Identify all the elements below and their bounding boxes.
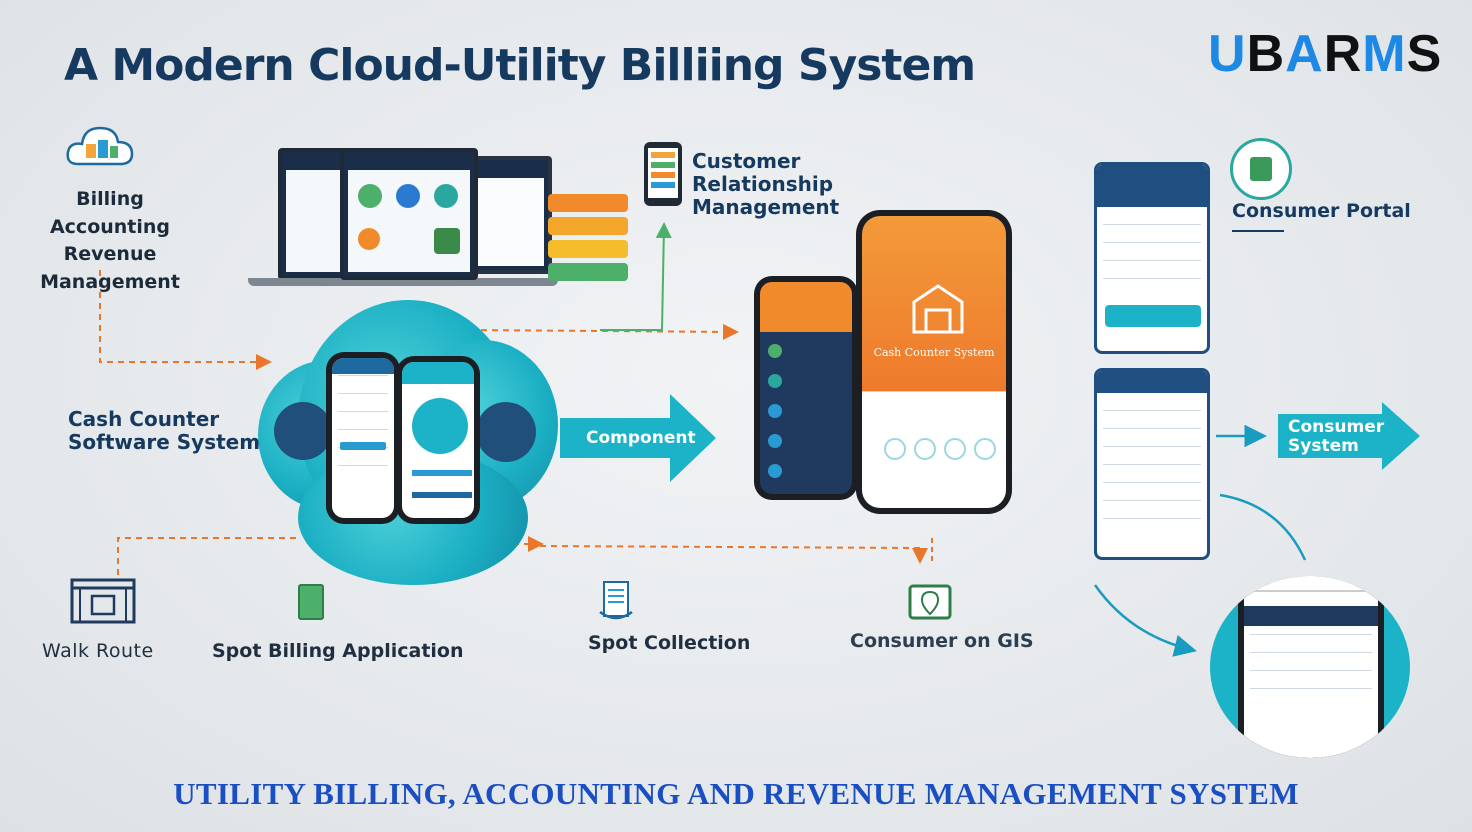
module-pill-stack (548, 194, 628, 286)
consumer-system-screen (1094, 368, 1210, 560)
component-arrow: Component (560, 394, 716, 482)
billing-accounting-label: Billing Accounting Revenue Management (40, 188, 180, 293)
crm-phone-icon (642, 140, 684, 208)
spot-billing-phone-right (396, 356, 480, 524)
consumer-portal-underline (1232, 230, 1284, 232)
billing-laptop (248, 146, 558, 288)
spot-collection-label: Spot Collection (588, 632, 751, 654)
page-title: A Modern Cloud-Utility Billiing System (64, 40, 976, 91)
consumer-gis-label: Consumer on GIS (850, 630, 1034, 652)
footer-banner: UTILITY BILLING, ACCOUNTING AND REVENUE … (173, 776, 1299, 811)
cash-counter-phone-back (754, 276, 858, 500)
walk-route-label: Walk Route (42, 640, 154, 662)
cloud-server-icon (64, 120, 136, 172)
document-icon (298, 584, 324, 620)
ubarms-logo: UABARMS (1208, 25, 1443, 83)
spot-billing-label: Spot Billing Application (212, 640, 464, 662)
gate-icon (68, 576, 138, 626)
consumer-portal-icon (1230, 138, 1292, 200)
cash-counter-label: Cash Counter Software System (68, 407, 261, 454)
gis-map-icon (906, 582, 954, 622)
crm-label: Customer Relationship Management (692, 149, 840, 219)
consumer-portal-title: Consumer Portal (1232, 200, 1411, 222)
building-icon (912, 284, 964, 334)
spot-billing-phone-left (326, 352, 400, 524)
consumer-system-arrow: Consumer System (1278, 402, 1420, 470)
receipt-icon (596, 578, 636, 624)
mobile-app-circle (1210, 576, 1410, 758)
cash-counter-phone-front: Cash Counter System (856, 210, 1012, 514)
consumer-portal-screen (1094, 162, 1210, 354)
